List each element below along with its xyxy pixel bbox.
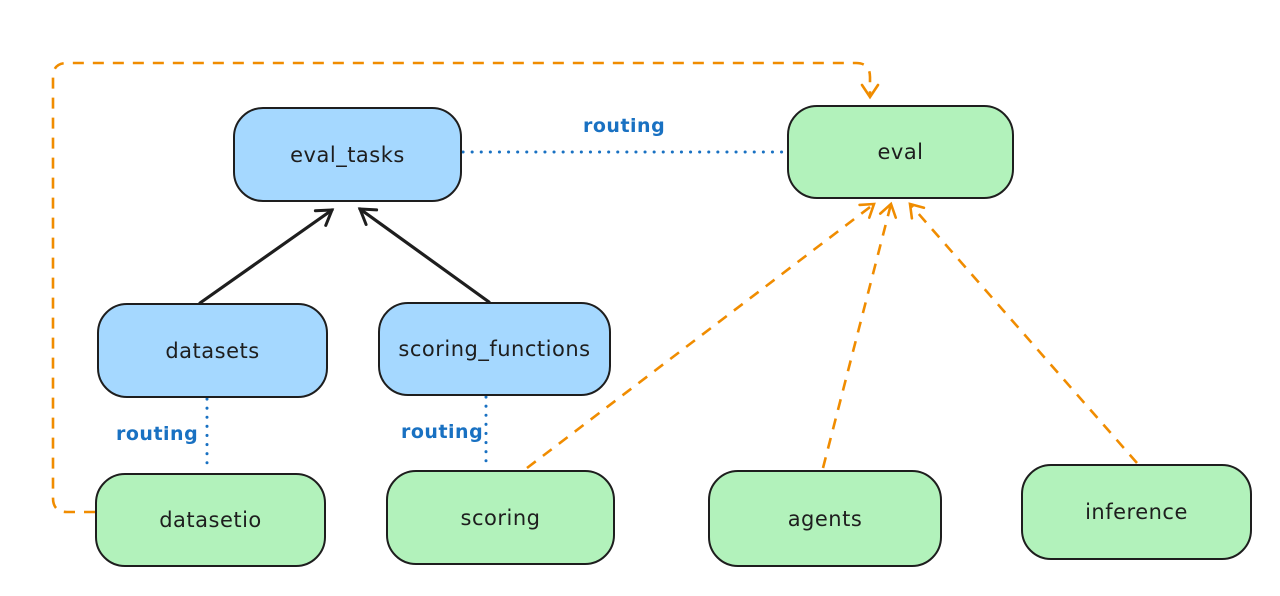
edge-label-routing-scoring: routing [401, 421, 484, 443]
node-eval: eval [787, 105, 1014, 199]
node-eval-label: eval [877, 140, 924, 164]
node-datasetio: datasetio [95, 473, 326, 567]
node-agents: agents [708, 470, 942, 567]
node-scoring-label: scoring [460, 505, 541, 530]
node-agents-label: agents [787, 506, 863, 531]
node-scoring-functions: scoring_functions [378, 302, 611, 396]
node-scoring-functions-label: scoring_functions [398, 337, 591, 361]
edge-label-routing-eval: routing [583, 115, 666, 137]
node-inference-label: inference [1085, 500, 1188, 524]
node-datasets-label: datasets [165, 338, 260, 363]
node-eval-tasks: eval_tasks [233, 107, 462, 202]
edge-scoring-functions-to-eval-tasks [357, 207, 491, 304]
edge-datasets-to-eval-tasks [198, 208, 335, 305]
node-inference: inference [1021, 464, 1252, 560]
edge-agents-to-eval [821, 201, 898, 469]
node-scoring: scoring [386, 470, 615, 565]
node-datasets: datasets [97, 303, 328, 398]
edge-label-routing-datasetio: routing [116, 423, 199, 445]
node-datasetio-label: datasetio [159, 508, 262, 532]
edge-inference-to-eval [908, 202, 1138, 464]
node-eval-tasks-label: eval_tasks [290, 142, 405, 167]
